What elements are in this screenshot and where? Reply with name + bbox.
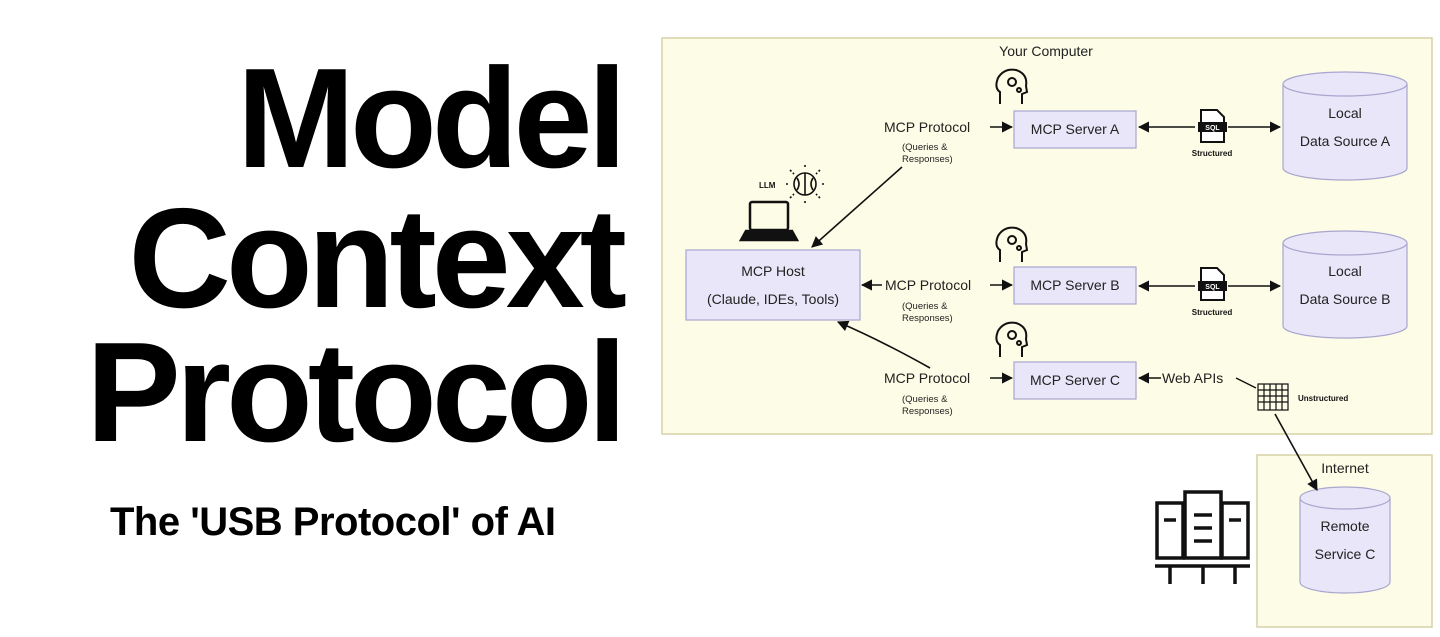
head-gear-icon <box>995 68 1029 104</box>
arrow-server-c-to-host <box>836 320 931 369</box>
protocol-note-b-2: Responses) <box>902 313 953 324</box>
brain-chip-icon <box>784 163 826 205</box>
sql-file-icon: SQL <box>1198 267 1227 301</box>
protocol-note-a-1: (Queries & <box>902 142 948 153</box>
sql-label: SQL <box>1205 284 1220 291</box>
mcp-server-b-label: MCP Server B <box>1030 277 1119 293</box>
mcp-server-c-label: MCP Server C <box>1030 372 1120 388</box>
structured-label-a: Structured <box>1192 149 1233 158</box>
remote-service-label-1: Remote <box>1320 518 1369 534</box>
internet-label: Internet <box>1321 460 1369 476</box>
mcp-server-b-box <box>1013 266 1137 305</box>
subtitle: The 'USB Protocol' of AI <box>110 500 556 544</box>
mcp-host-sublabel: (Claude, IDEs, Tools) <box>707 291 839 307</box>
llm-label: LLM <box>759 181 776 190</box>
mcp-host-box <box>685 249 861 321</box>
protocol-label-a: MCP Protocol <box>884 119 970 135</box>
title-line-protocol: Protocol <box>86 313 627 472</box>
web-apis-label: Web APIs <box>1162 370 1223 386</box>
mcp-server-c-box <box>1013 361 1137 400</box>
head-gear-icon <box>995 321 1029 357</box>
data-source-b-label-2: Data Source B <box>1299 291 1390 307</box>
protocol-label-b: MCP Protocol <box>885 277 971 293</box>
arrow-server-a-to-host <box>811 166 903 248</box>
title-line-model: Model <box>236 39 627 198</box>
data-source-a-label-1: Local <box>1328 105 1361 121</box>
protocol-note-c-2: Responses) <box>902 406 953 417</box>
data-grid-icon <box>1257 383 1289 411</box>
laptop-icon <box>738 200 800 242</box>
your-computer-label: Your Computer <box>999 43 1093 59</box>
database-icon <box>1282 230 1408 339</box>
protocol-label-c: MCP Protocol <box>884 370 970 386</box>
data-source-b-label-1: Local <box>1328 263 1361 279</box>
web-apis-connector <box>1235 377 1257 389</box>
arrow-to-remote-service <box>1274 413 1318 491</box>
server-rack-icon <box>1155 490 1250 584</box>
title-line-context: Context <box>128 179 627 338</box>
data-source-a-label-2: Data Source A <box>1300 133 1391 149</box>
protocol-note-b-1: (Queries & <box>902 301 948 312</box>
mcp-server-a-box <box>1013 110 1137 149</box>
sql-label: SQL <box>1205 125 1220 132</box>
remote-service-label-2: Service C <box>1315 546 1376 562</box>
database-icon <box>1282 71 1408 181</box>
unstructured-label: Unstructured <box>1298 394 1348 403</box>
database-icon <box>1299 486 1391 594</box>
structured-label-b: Structured <box>1192 308 1233 317</box>
protocol-note-a-2: Responses) <box>902 154 953 165</box>
mcp-host-label: MCP Host <box>741 263 805 279</box>
head-gear-icon <box>995 226 1029 262</box>
mcp-server-a-label: MCP Server A <box>1031 121 1120 137</box>
sql-file-icon: SQL <box>1198 109 1227 143</box>
protocol-note-c-1: (Queries & <box>902 394 948 405</box>
